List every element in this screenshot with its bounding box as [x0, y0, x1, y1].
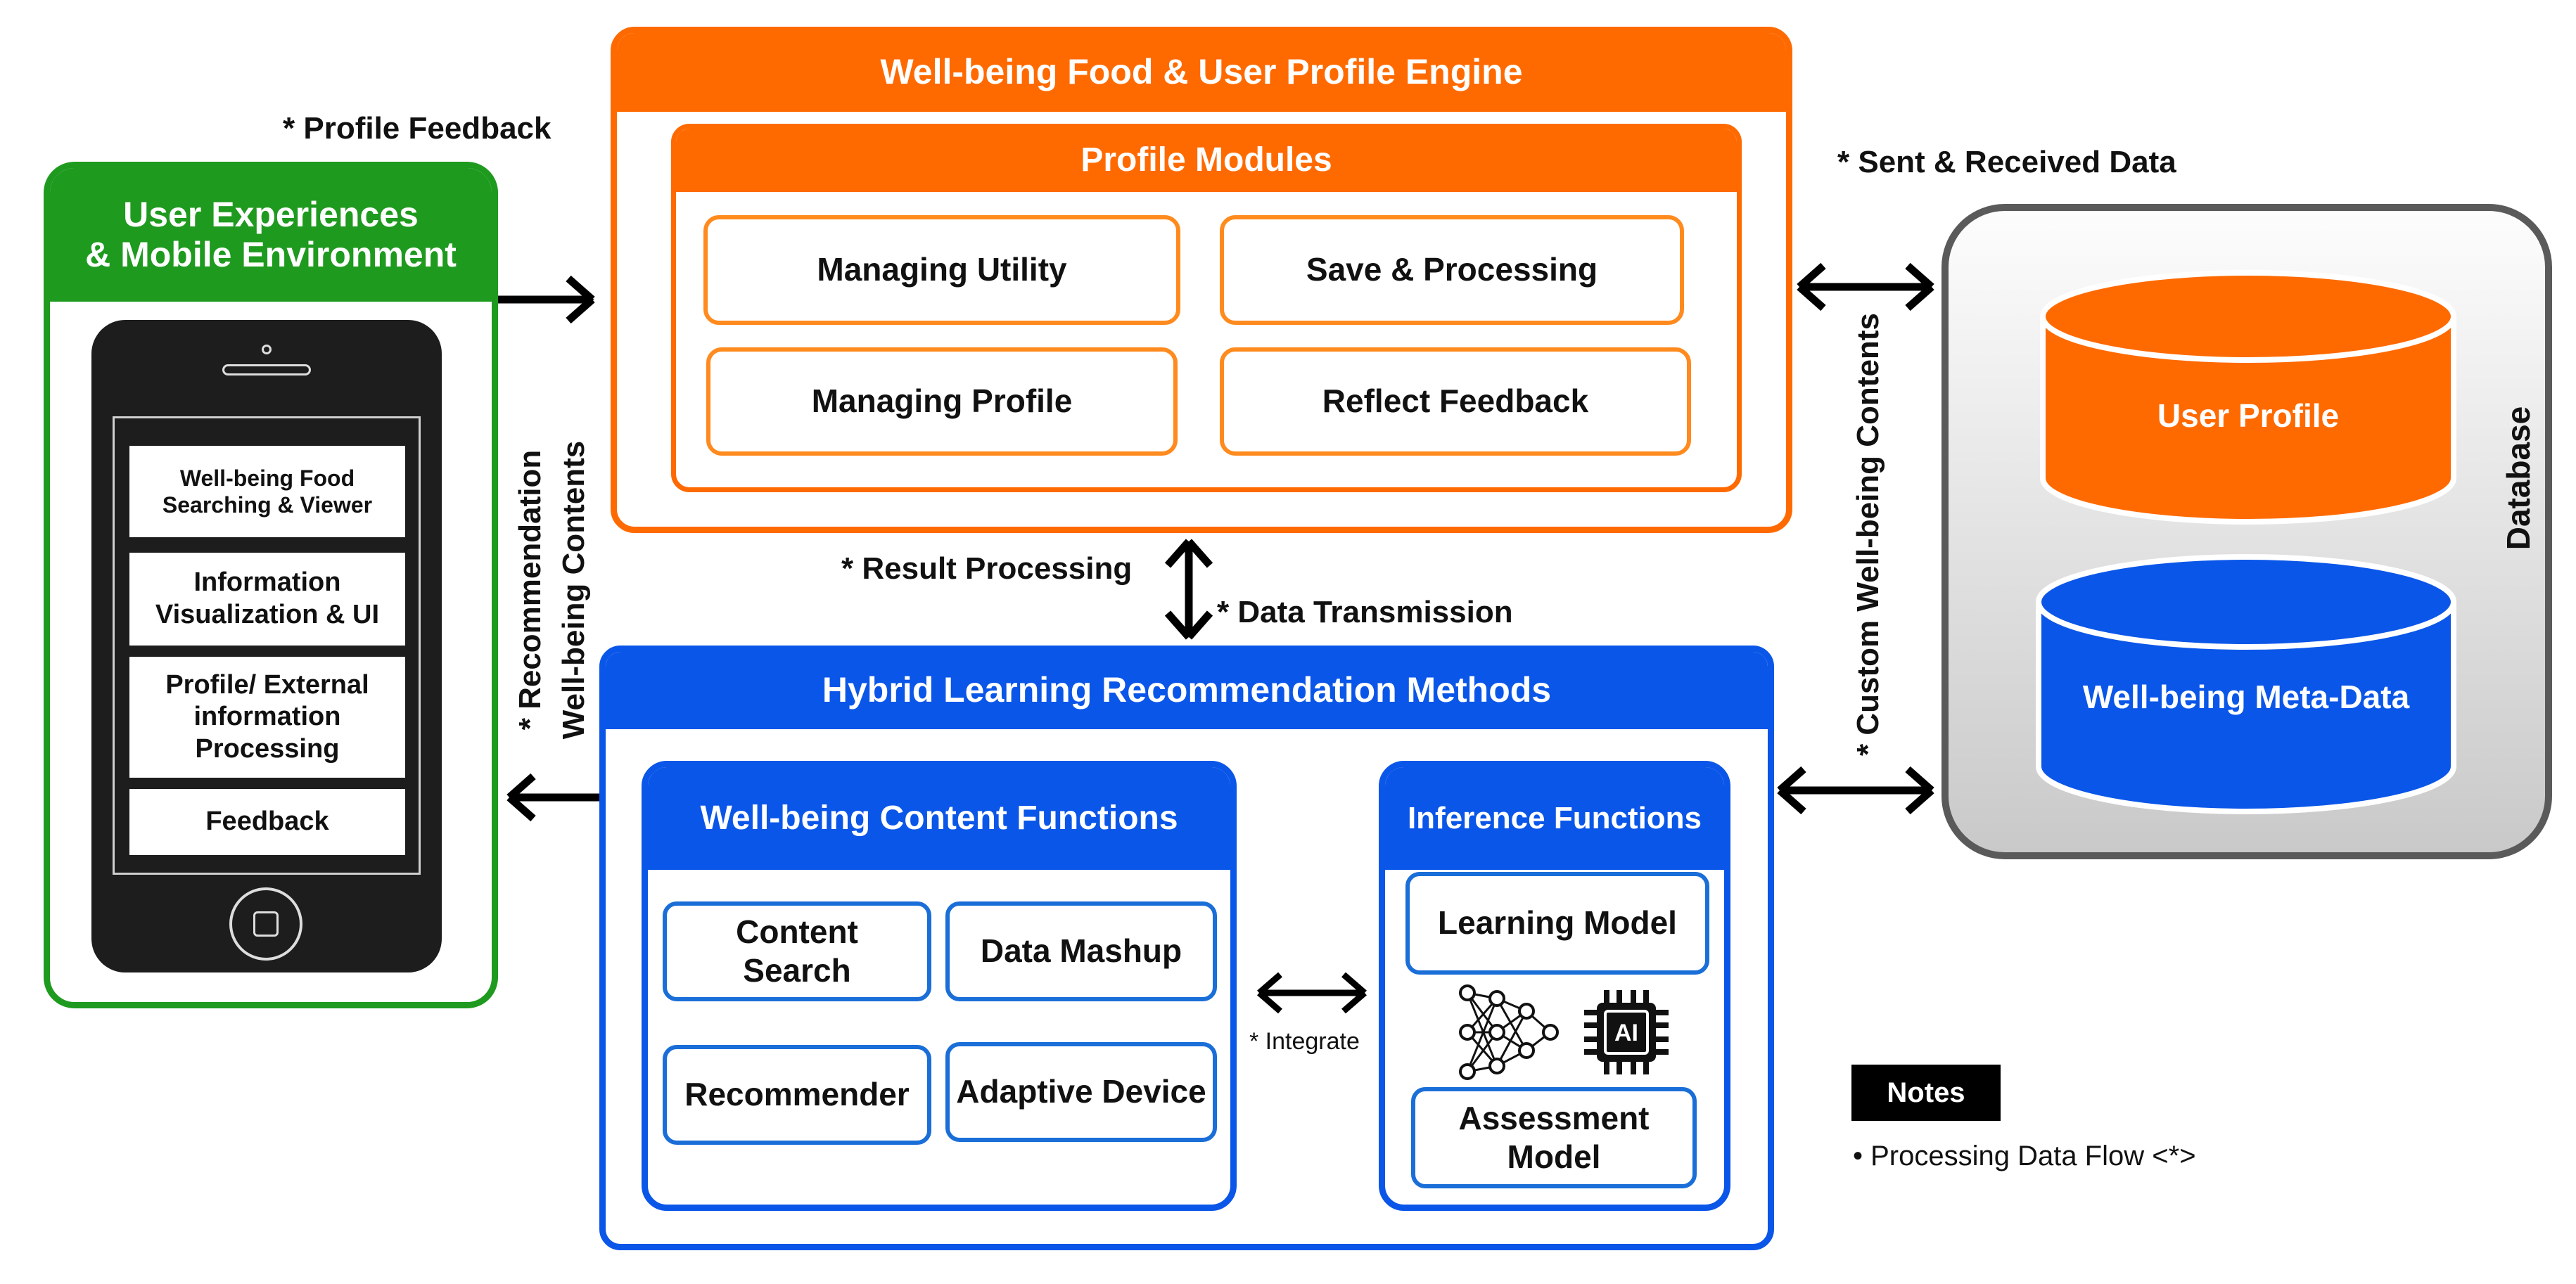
ai-chip-icon: AI [1584, 990, 1669, 1074]
user-profile-label: User Profile [2157, 397, 2340, 434]
label-recommendation-line2: Well-being Contents [556, 440, 591, 740]
content-functions-title: Well-being Content Functions [648, 767, 1230, 870]
arrow-integrate-heads [1257, 972, 1367, 1014]
learning-model-box: Learning Model [1405, 872, 1709, 975]
label-profile-feedback: * Profile Feedback [283, 111, 551, 146]
arrow-ux-to-engine-head [566, 275, 595, 324]
assessment-model-box: Assessment Model [1411, 1087, 1697, 1188]
module-managing-utility: Managing Utility [703, 215, 1180, 325]
arrow-hybrid-to-ux-head [506, 773, 536, 822]
ux-title: User Experiences & Mobile Environment [50, 168, 492, 302]
module-reflect-feedback: Reflect Feedback [1220, 347, 1691, 456]
meta-data-label: Well-being Meta-Data [2082, 679, 2410, 715]
module-save-processing: Save & Processing [1220, 215, 1684, 325]
phone-body [91, 320, 442, 972]
ai-chip-text: AI [1614, 1020, 1638, 1046]
label-integrate: * Integrate [1249, 1028, 1360, 1055]
arrow-engine-hybrid-heads [1164, 539, 1213, 640]
label-data-transmission: * Data Transmission [1217, 595, 1513, 629]
phone-home-button [229, 887, 302, 961]
content-search-box: Content Search [663, 901, 931, 1001]
user-profile-cylinder [2040, 270, 2456, 525]
phone-item-feedback: Feedback [129, 789, 405, 855]
engine-title: Well-being Food & User Profile Engine [617, 33, 1786, 112]
phone-home-square [253, 911, 279, 937]
label-recommendation-line1: * Recommendation [513, 449, 547, 731]
phone-speaker [222, 364, 311, 375]
label-result-processing: * Result Processing [841, 551, 1133, 586]
hybrid-title: Hybrid Learning Recommendation Methods [606, 652, 1768, 729]
phone-screen [113, 416, 421, 875]
notes-item-text: Processing Data Flow <*> [1870, 1141, 2196, 1171]
neural-network-icon [1459, 984, 1559, 1080]
notes-item: • Processing Data Flow <*> [1853, 1141, 2196, 1172]
phone-item-food-searching: Well-being Food Searching & Viewer [129, 446, 405, 537]
label-custom-contents: * Custom Well-being Contents [1851, 313, 1885, 756]
phone-item-profile-processing: Profile/ External information Processing [129, 657, 405, 778]
phone-item-visualization: Information Visualization & UI [129, 553, 405, 646]
meta-data-cylinder [2036, 554, 2456, 814]
inference-functions-title: Inference Functions [1385, 767, 1724, 870]
notes-bullet-icon: • [1853, 1141, 1871, 1171]
label-recommendation: * Recommendation Well-being Contents [509, 372, 600, 808]
label-sent-received: * Sent & Received Data [1837, 145, 2176, 179]
data-mashup-box: Data Mashup [945, 901, 1217, 1001]
arrow-engine-db-heads [1797, 262, 1934, 312]
module-managing-profile: Managing Profile [706, 347, 1178, 456]
arrow-hybrid-db-heads [1777, 766, 1934, 815]
adaptive-device-box: Adaptive Device [945, 1042, 1217, 1142]
profile-modules-title: Profile Modules [676, 129, 1737, 192]
phone-camera [262, 345, 272, 354]
notes-badge: Notes [1851, 1065, 2001, 1121]
recommender-box: Recommender [663, 1045, 931, 1145]
